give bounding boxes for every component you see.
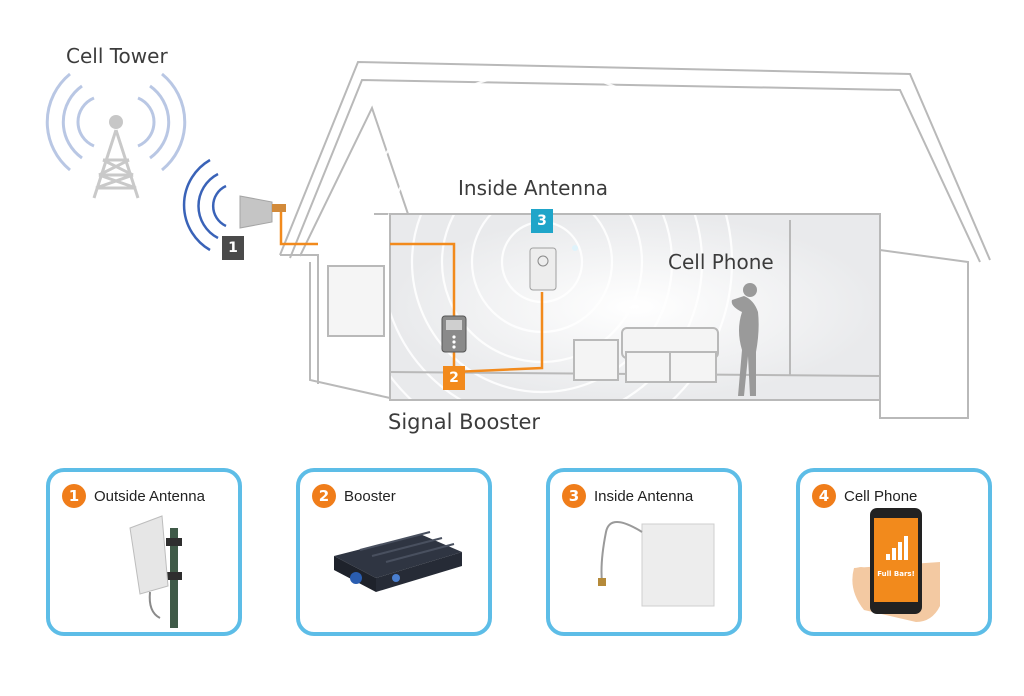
- orange-cable: [279, 212, 544, 374]
- cell-phone-label: Cell Phone: [668, 250, 774, 274]
- card-outside-antenna: 1 Outside Antenna: [46, 468, 242, 636]
- booster-device: [441, 315, 467, 353]
- badge-inside-antenna: 3: [531, 209, 553, 233]
- person-icon: [731, 283, 759, 396]
- inside-antenna-label: Inside Antenna: [458, 176, 609, 200]
- card-booster: 2 Booster: [296, 468, 492, 636]
- card-number: 2: [312, 484, 336, 508]
- outside-signal-waves: [182, 158, 227, 252]
- inside-antenna-device: [529, 245, 578, 291]
- signal-booster-label: Signal Booster: [388, 410, 541, 434]
- card-number: 1: [62, 484, 86, 508]
- card-cell-phone: Full Bars! 4 Cell Phone: [796, 468, 992, 636]
- window: [327, 265, 385, 337]
- badge-outside-antenna: 1: [222, 236, 244, 260]
- cell-tower-label: Cell Tower: [66, 44, 168, 68]
- card-inside-antenna: 3 Inside Antenna: [546, 468, 742, 636]
- phone-icon: Full Bars!: [852, 508, 940, 622]
- card-label: Outside Antenna: [94, 487, 205, 505]
- card-label: Booster: [344, 487, 396, 505]
- phone-screen-text: Full Bars!: [877, 570, 915, 578]
- outside-antenna-icon: [239, 195, 286, 229]
- booster-icon: [334, 531, 462, 592]
- card-number: 4: [812, 484, 836, 508]
- furniture: [573, 327, 719, 383]
- inside-antenna-icon: [598, 521, 715, 607]
- outside-antenna-icon: [129, 515, 182, 628]
- cell-tower-icon: [45, 72, 187, 199]
- card-label: Cell Phone: [844, 487, 918, 505]
- card-label: Inside Antenna: [594, 487, 694, 505]
- card-number: 3: [562, 484, 586, 508]
- house-diagram: [45, 60, 991, 419]
- badge-booster: 2: [443, 366, 465, 390]
